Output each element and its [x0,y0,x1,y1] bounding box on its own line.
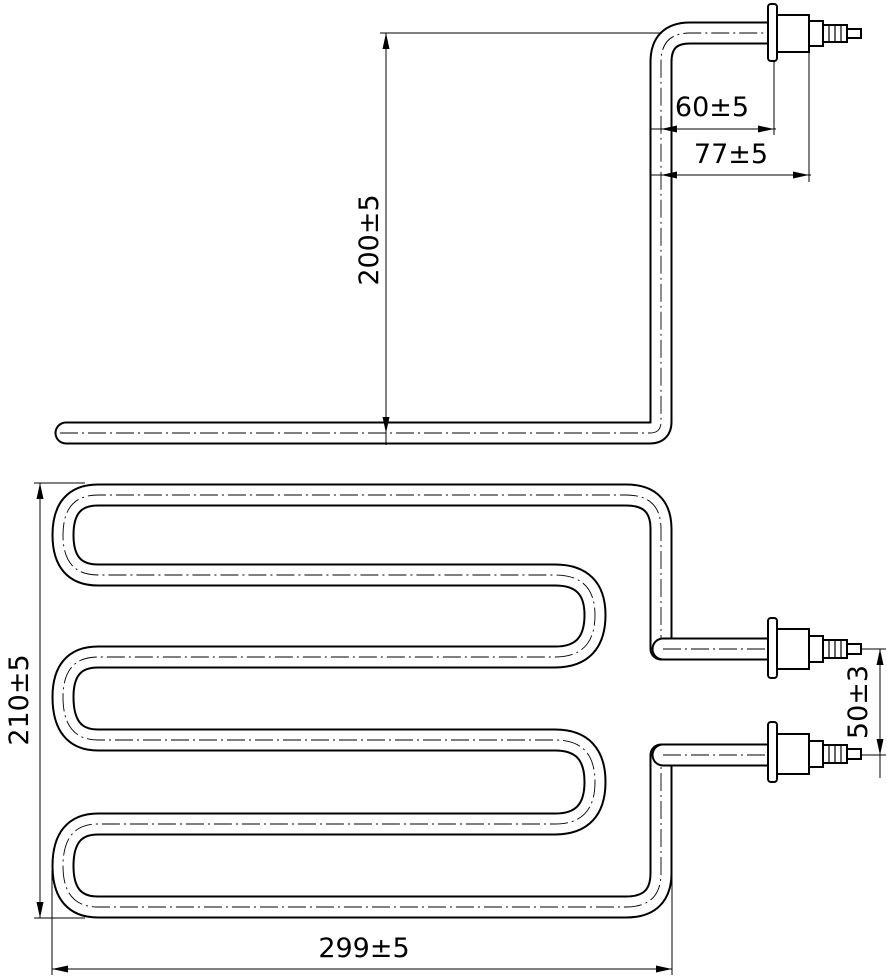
lower-terminal-top [767,617,862,679]
upper-terminal [767,3,862,62]
dimension-label-60: 60±5 [675,92,749,123]
dimension-label-200: 200±5 [354,194,385,285]
lower-view: 210±5 50±3 299±5 [4,482,886,975]
dimension-label-210: 210±5 [4,654,35,745]
dimension-299: 299±5 [51,870,673,975]
dimension-label-77: 77±5 [694,139,768,170]
serpentine-tube [51,483,782,919]
dimension-200: 200±5 [354,32,662,445]
dimension-210: 210±5 [4,482,85,919]
dimension-50: 50±3 [843,648,886,778]
dimension-77: 77±5 [650,50,811,182]
dimension-label-50: 50±3 [843,665,874,739]
upper-tube [54,21,782,445]
dimension-label-299: 299±5 [318,933,409,964]
dimension-60: 60±5 [650,60,776,135]
upper-view: 200±5 60±5 77±5 [54,3,862,445]
lower-terminal-bottom [767,721,862,783]
